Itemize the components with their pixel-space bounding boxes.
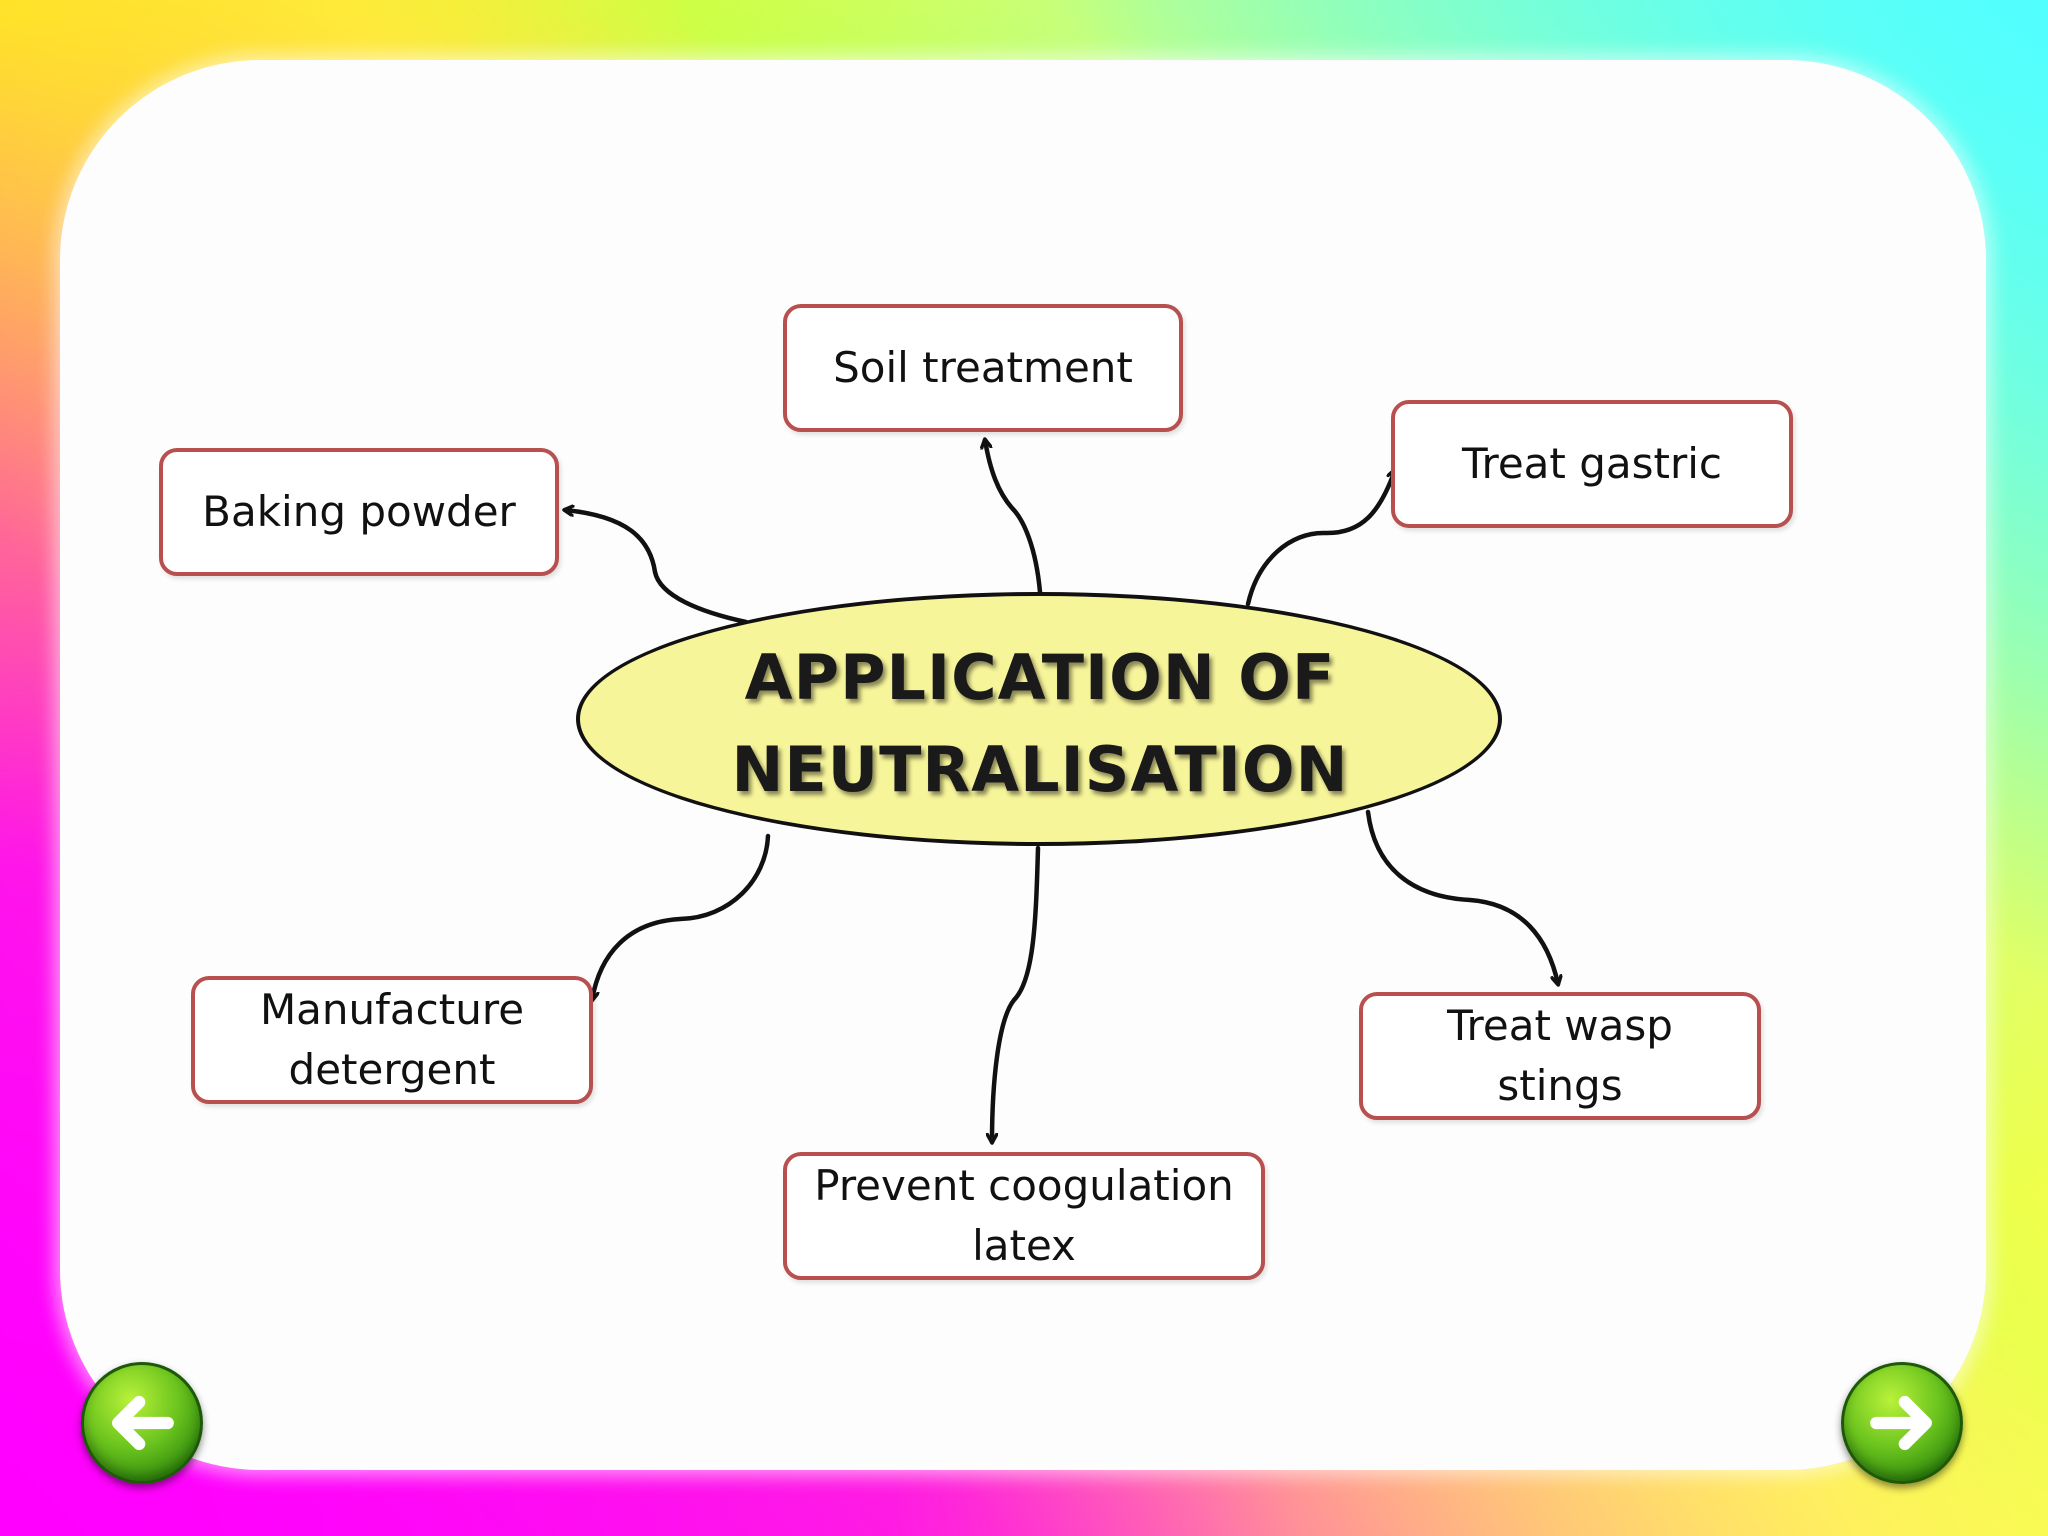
node-soil-treatment-label: Soil treatment [833, 343, 1133, 392]
node-treat-gastric-label: Treat gastric [1462, 439, 1722, 488]
connector-treat-wasp-stings [1365, 809, 1558, 984]
node-manufacture-detergent-line1: Manufacture [259, 985, 525, 1034]
node-prevent-coagulation: Prevent coogulation latex [783, 1152, 1265, 1280]
node-treat-gastric: Treat gastric [1391, 400, 1793, 528]
next-slide-button[interactable] [1841, 1362, 1963, 1484]
node-manufacture-detergent: Manufacture detergent [191, 976, 593, 1104]
node-prevent-coagulation-line2: latex [972, 1221, 1076, 1270]
node-baking-powder-label: Baking powder [202, 487, 516, 536]
title-line-2: NEUTRALISATION [731, 733, 1349, 806]
node-prevent-coagulation-line1: Prevent coogulation [814, 1161, 1234, 1210]
node-treat-wasp-stings-line1: Treat wasp [1447, 1001, 1673, 1050]
connector-manufacture-detergent [592, 833, 771, 1000]
node-baking-powder: Baking powder [159, 448, 559, 576]
arrow-right-icon [1870, 1395, 1932, 1451]
central-topic-ellipse [576, 592, 1502, 846]
connector-soil-treatment [985, 440, 1043, 595]
central-topic-title: APPLICATION OF NEUTRALISATION [640, 632, 1440, 816]
connector-treat-gastric [1245, 470, 1395, 607]
connector-baking-powder [565, 510, 749, 625]
node-manufacture-detergent-line2: detergent [288, 1045, 496, 1094]
arrow-left-icon [112, 1395, 174, 1451]
node-soil-treatment: Soil treatment [783, 304, 1183, 432]
node-treat-wasp-stings-line2: stings [1497, 1061, 1623, 1110]
previous-slide-button[interactable] [81, 1362, 203, 1484]
title-line-1: APPLICATION OF [744, 641, 1336, 714]
node-treat-wasp-stings: Treat wasp stings [1359, 992, 1761, 1120]
connector-prevent-coagulation [992, 845, 1041, 1142]
